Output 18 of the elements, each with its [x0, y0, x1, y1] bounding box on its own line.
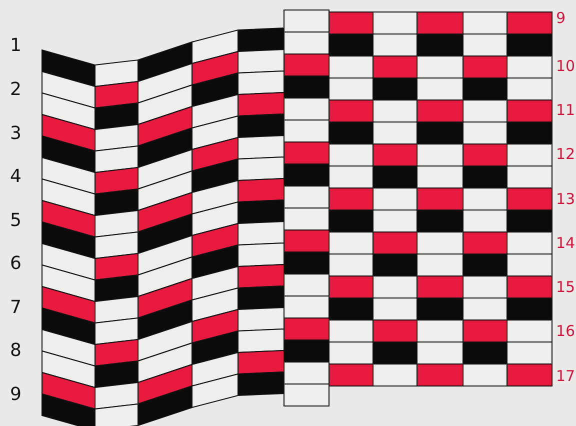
row-number: 3: [10, 124, 22, 144]
row-number: 7: [10, 298, 22, 318]
row-number: 1: [10, 36, 22, 56]
row-number: 17: [556, 366, 576, 386]
row-number: 2: [10, 80, 22, 100]
row-number: 16: [556, 321, 576, 341]
row-number: 10: [556, 56, 576, 76]
row-number: 15: [556, 277, 576, 297]
row-number: 9: [10, 385, 22, 405]
row-number: 13: [556, 189, 576, 209]
row-number: 11: [556, 100, 576, 120]
row-number: 12: [556, 144, 576, 164]
row-number: 6: [10, 254, 22, 274]
row-number: 9: [556, 8, 566, 28]
row-number: 8: [10, 341, 22, 361]
row-number: 14: [556, 233, 576, 253]
row-number: 4: [10, 167, 22, 187]
row-number: 5: [10, 211, 22, 231]
